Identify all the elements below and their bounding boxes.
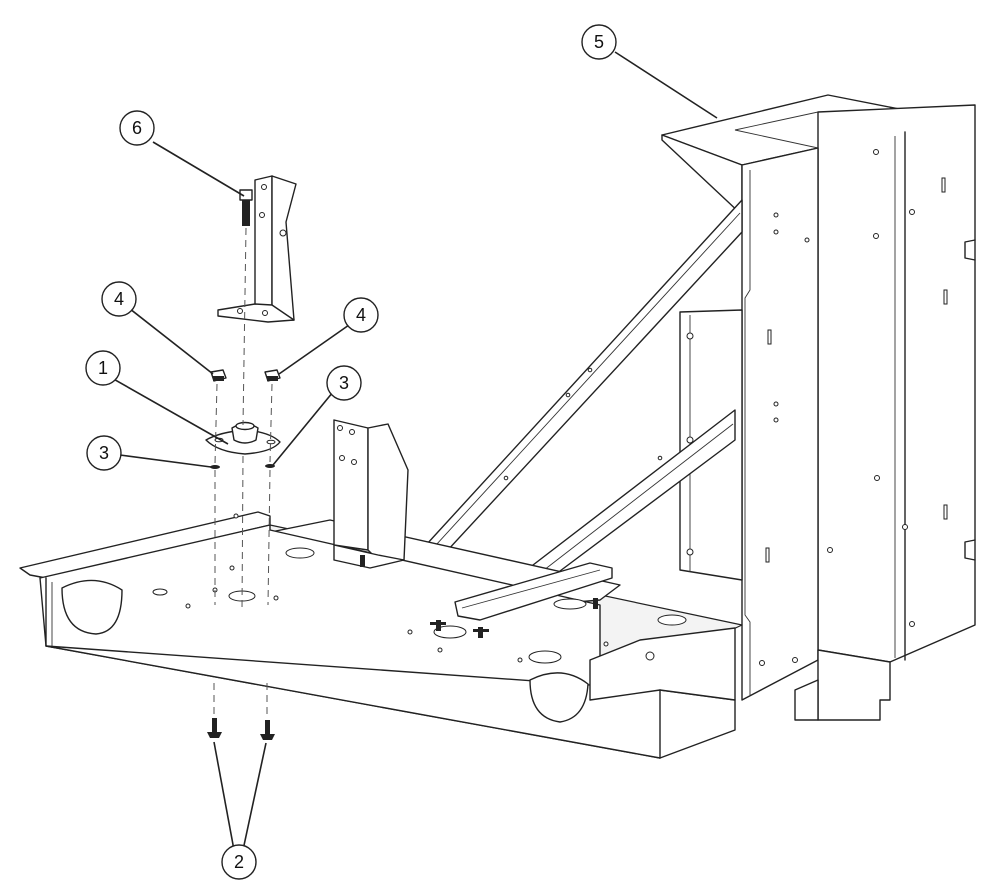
- callout-1-label: 1: [98, 358, 108, 378]
- callout-3-left: 3: [86, 435, 122, 471]
- exploded-bracket-side: [271, 175, 297, 321]
- callout-3-right: 3: [326, 365, 362, 401]
- right-cutout: [529, 672, 589, 723]
- leader-lines: [109, 51, 718, 851]
- callout-4-right-label: 4: [356, 305, 366, 325]
- callout-1: 1: [85, 350, 121, 386]
- isolator-mount-part-1: [205, 421, 281, 455]
- callout-6: 6: [119, 110, 155, 146]
- column-right-panel: [817, 104, 976, 663]
- base-bracket-front: [333, 419, 369, 551]
- column-foot-right: [817, 649, 891, 721]
- exploded-bracket-foot: [217, 303, 295, 323]
- vertical-column-frame: [661, 94, 976, 721]
- exploded-bracket: [217, 175, 297, 323]
- assembly-centerlines: [213, 227, 273, 718]
- callout-4-left: 4: [101, 281, 137, 317]
- deck-fasteners: [430, 598, 598, 638]
- base-right-step: [589, 627, 736, 701]
- base-bracket-side: [367, 423, 409, 561]
- callout-4-right: 4: [343, 297, 379, 333]
- callout-4-left-label: 4: [114, 289, 124, 309]
- callout-2-label: 2: [234, 852, 244, 872]
- callout-6-label: 6: [132, 118, 142, 138]
- cross-member: [433, 562, 613, 639]
- callout-3-left-label: 3: [99, 443, 109, 463]
- screws-part-2: [207, 718, 275, 740]
- callout-5-label: 5: [594, 32, 604, 52]
- nuts-part-4: [210, 369, 281, 382]
- callout-3-right-label: 3: [339, 373, 349, 393]
- bolt-part-6: [239, 189, 253, 226]
- callout-2: 2: [221, 844, 257, 880]
- left-cutout: [61, 579, 123, 635]
- column-front-panel: [741, 147, 819, 701]
- base-bracket: [333, 419, 409, 569]
- callout-5: 5: [581, 24, 617, 60]
- exploded-bracket-back: [254, 175, 273, 309]
- washers-part-3: [210, 464, 275, 469]
